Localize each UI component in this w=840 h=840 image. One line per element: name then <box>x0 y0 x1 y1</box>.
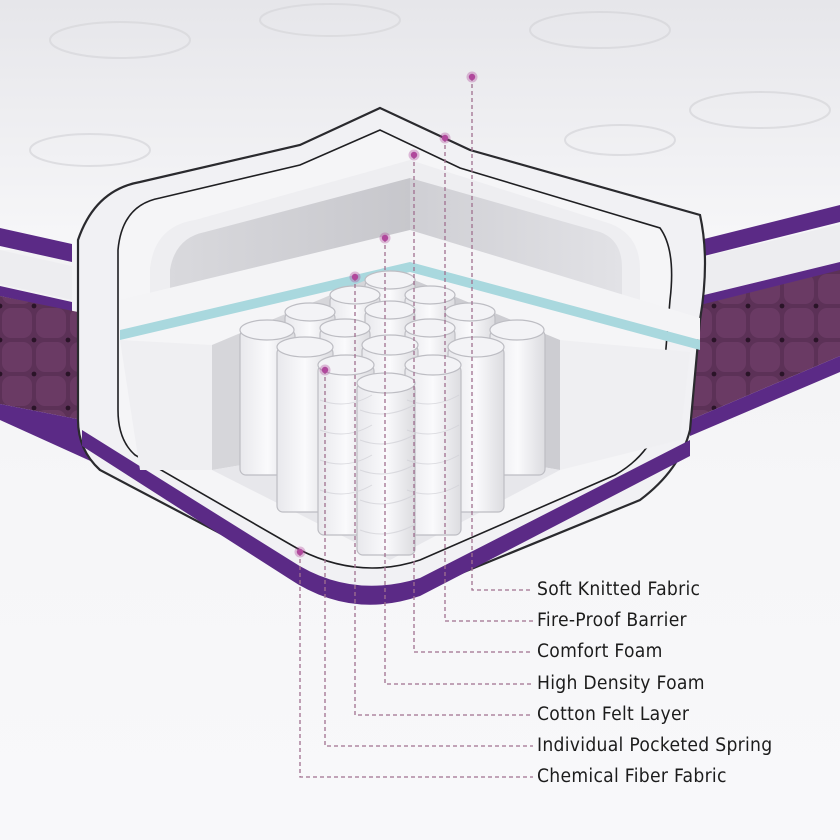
callout-leader <box>444 138 533 622</box>
callout-dot <box>351 273 359 281</box>
layer-label: Soft Knitted Fabric <box>537 579 701 600</box>
callout-dot <box>468 73 476 81</box>
callout-leader <box>471 77 533 591</box>
layer-label: Individual Pocketed Spring <box>537 735 773 756</box>
spring-coils <box>239 270 546 556</box>
callout-leader <box>299 552 533 778</box>
callout-leader <box>384 238 533 685</box>
callout-leaders <box>299 77 533 778</box>
layer-label: High Density Foam <box>537 673 705 694</box>
layer-label: Fire-Proof Barrier <box>537 610 687 631</box>
callout-dot <box>441 134 449 142</box>
side-quilt-left <box>0 296 82 420</box>
callout-dots <box>294 71 478 558</box>
side-quilt-right <box>690 270 840 420</box>
callout-leader <box>324 370 533 747</box>
layer-label: Cotton Felt Layer <box>537 704 690 725</box>
callout-dot <box>381 234 389 242</box>
callout-dot <box>410 151 418 159</box>
layer-label: Comfort Foam <box>537 641 663 662</box>
callout-dot <box>321 366 329 374</box>
layer-label: Chemical Fiber Fabric <box>537 766 727 787</box>
callout-leader <box>354 277 533 716</box>
callout-dot <box>296 548 304 556</box>
callout-leader <box>413 155 533 653</box>
